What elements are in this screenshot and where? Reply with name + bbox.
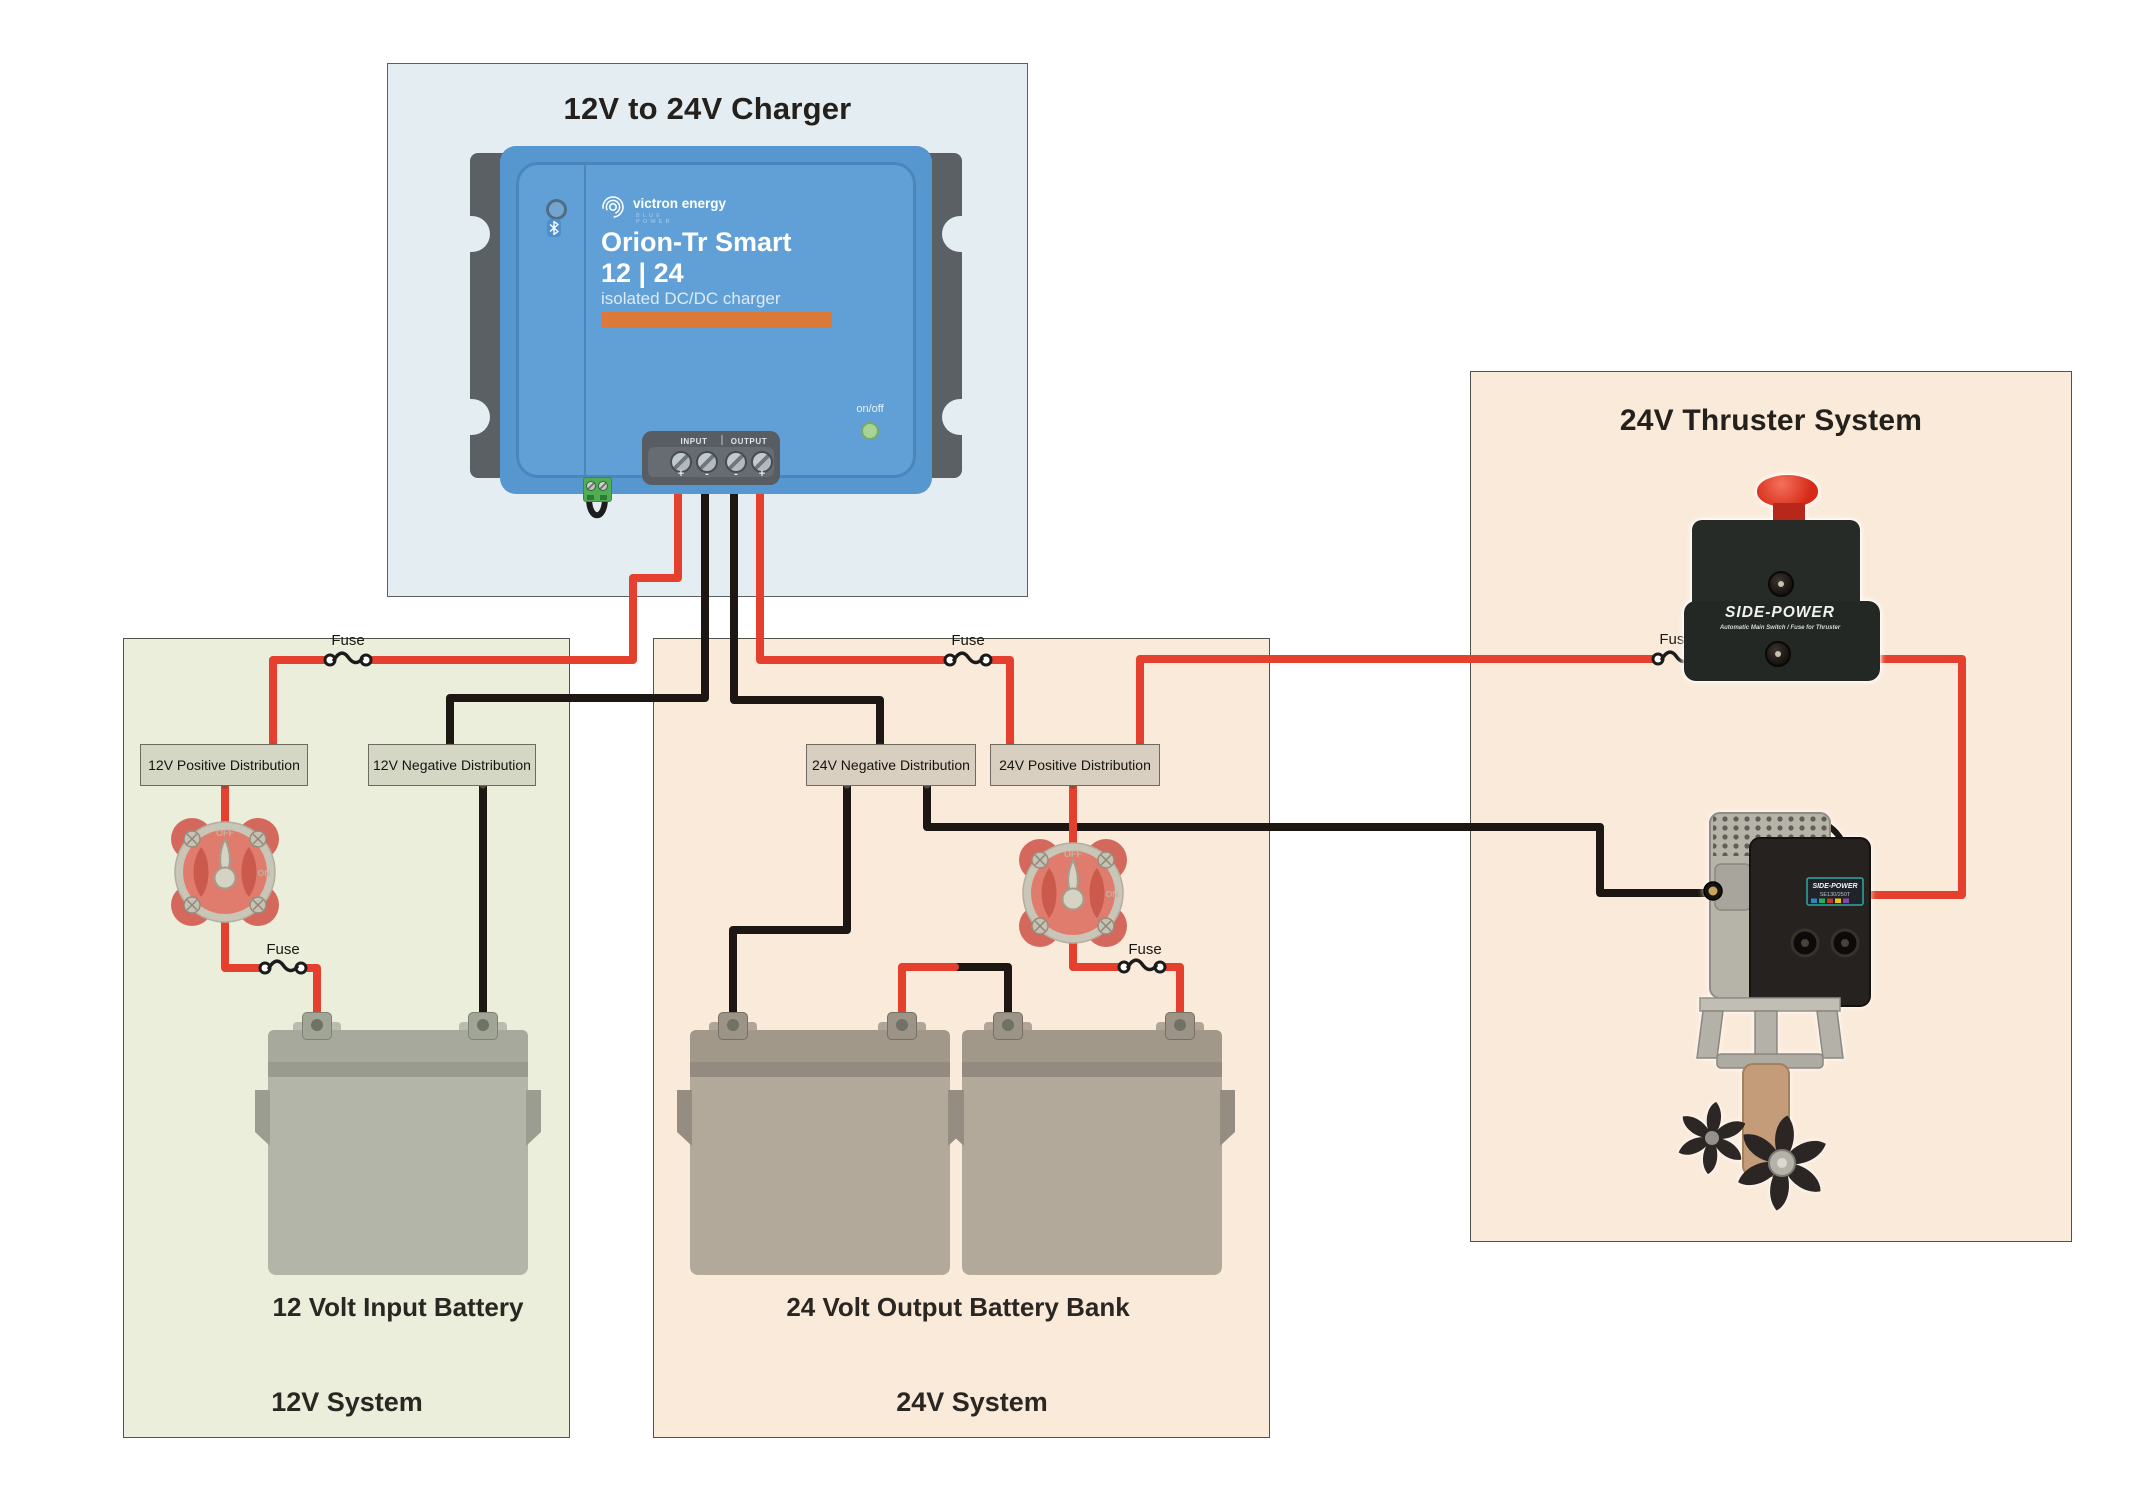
terminal-divider [721, 435, 723, 445]
terminal-screw-icon [725, 451, 747, 473]
battery-positive-terminal [302, 1012, 332, 1040]
terminal-screw-icon [670, 451, 692, 473]
battery-negative-terminal [468, 1012, 498, 1040]
thruster-brand: SIDE-POWER [1812, 883, 1857, 890]
battery-24v-label: 24 Volt Output Battery Bank [786, 1292, 1130, 1322]
connector-tab [587, 495, 594, 500]
bow-thruster: SIDE-POWER SE130/250T [1678, 812, 1871, 1211]
wire-charger-output-negative [730, 474, 884, 752]
switch-terminal-stud [1765, 641, 1791, 667]
negative-wires [446, 474, 1712, 1036]
controller-label-plate: SIDE-POWER SE130/250T [1806, 877, 1864, 906]
charger-model: Orion-Tr Smart [601, 227, 792, 257]
controller-sockets [1790, 928, 1860, 958]
bracket-slot-icon [452, 216, 490, 252]
wire-charger-output-positive-b [982, 656, 1014, 752]
wire-series-jumper-red [898, 963, 959, 1036]
connector-screw-icon [598, 481, 608, 491]
wire-charger-input-negative [446, 474, 709, 752]
thruster-region-title: 24V Thruster System [1619, 404, 1923, 437]
switch-upper-housing [1692, 520, 1860, 612]
support-struts [1696, 1010, 1844, 1059]
bracket-slot-icon [452, 399, 490, 435]
battery-12v-input [255, 1012, 541, 1275]
negative-terminal-post [1703, 881, 1723, 901]
fuse-label-24v-main: Fuse [951, 632, 985, 649]
battery-positive-terminal [887, 1012, 917, 1040]
thruster-model: SE130/250T [1820, 892, 1851, 898]
battery-12v-label: 12 Volt Input Battery [272, 1292, 524, 1322]
wire-series-jumper-black [951, 963, 1012, 1036]
brand-tagline: BLUE POWER [636, 213, 673, 225]
bluetooth-icon [547, 219, 561, 237]
wire-charger-input-positive-b [269, 656, 334, 752]
system-12v-label: 12V System [271, 1387, 423, 1417]
switch-on-label: ON [1106, 889, 1119, 899]
wire-24v-switch-to-battery2 [1156, 963, 1184, 1036]
fuse-icon-24v-main [943, 651, 993, 667]
terminal-screw-icon [696, 451, 718, 473]
switch-off-label: OFF [216, 828, 234, 838]
system-24v-label: 24V System [896, 1387, 1048, 1417]
wire-thruster-feed-a [1136, 655, 1662, 752]
fuse-icon-24v-battery [1117, 958, 1167, 974]
controller-icons [1811, 898, 1849, 903]
fuse-icon-12v-battery [258, 959, 308, 975]
battery-24v-bank-1 [677, 1012, 963, 1275]
battery-24v-bank-2 [949, 1012, 1235, 1275]
input-label: INPUT [680, 437, 708, 446]
wire-thruster-negative-return [923, 780, 1712, 897]
fuse-label-12v-main: Fuse [331, 632, 365, 649]
on-off-button [861, 422, 879, 440]
bus-24v-positive-distribution: 24V Positive Distribution [990, 744, 1160, 786]
battery-positive-terminal [1165, 1012, 1195, 1040]
brand-name: victron energy [633, 196, 727, 211]
bracket-slot-icon [942, 216, 980, 252]
charger-panel-seam [584, 164, 586, 476]
bus-12v-negative-distribution: 12V Negative Distribution [368, 744, 536, 786]
switch-terminal-stud [1768, 571, 1794, 597]
charger-voltage-ratio: 12 | 24 [601, 258, 684, 288]
propeller-rear [1678, 1101, 1746, 1175]
fuse-label-12v-battery: Fuse [266, 941, 300, 958]
bus-12v-positive-distribution: 12V Positive Distribution [140, 744, 308, 786]
connector-screw-icon [586, 481, 596, 491]
thruster-controller [1749, 837, 1871, 1007]
terminal-sign-input-positive: + [677, 468, 685, 480]
fuse-label-24v-battery: Fuse [1128, 941, 1162, 958]
fuse-icon-12v-main [323, 651, 373, 667]
battery-negative-terminal [993, 1012, 1023, 1040]
emergency-button [1757, 475, 1818, 507]
battery-switch-24v: OFF ON [1019, 839, 1127, 947]
victron-logo-icon [602, 196, 624, 218]
charger-description: isolated DC/DC charger [601, 289, 781, 308]
battery-negative-terminal [718, 1012, 748, 1040]
on-off-label: on/off [856, 403, 884, 415]
charger-region-title: 12V to 24V Charger [563, 91, 852, 126]
thruster-main-switch: SIDE-POWER Automatic Main Switch / Fuse … [1680, 473, 1885, 683]
connector-tab [600, 495, 607, 500]
wire-24v-negative-to-battery1 [729, 780, 851, 1036]
terminal-sign-output-negative: - [734, 468, 738, 480]
terminal-sign-output-positive: + [758, 468, 766, 480]
battery-switch-12v: OFF ON [171, 818, 279, 926]
charger-accent-bar [601, 312, 832, 328]
bracket-slot-icon [942, 399, 980, 435]
propeller-front [1738, 1115, 1826, 1211]
main-switch-subtitle: Automatic Main Switch / Fuse for Thruste… [1719, 625, 1841, 631]
bus-24v-negative-distribution: 24V Negative Distribution [806, 744, 976, 786]
switch-on-label: ON [258, 868, 271, 878]
wire-charger-input-positive-a [362, 474, 682, 664]
status-led-icon [546, 199, 567, 220]
output-label: OUTPUT [730, 437, 768, 446]
wire-charger-output-positive-a [756, 474, 954, 664]
charger-remote-loop [586, 495, 608, 519]
terminal-screw-icon [751, 451, 773, 473]
terminal-sign-input-negative: - [705, 468, 709, 480]
mount-flange [1699, 997, 1841, 1012]
main-switch-brand: SIDE-POWER [1725, 604, 1835, 621]
switch-off-label: OFF [1064, 849, 1082, 859]
